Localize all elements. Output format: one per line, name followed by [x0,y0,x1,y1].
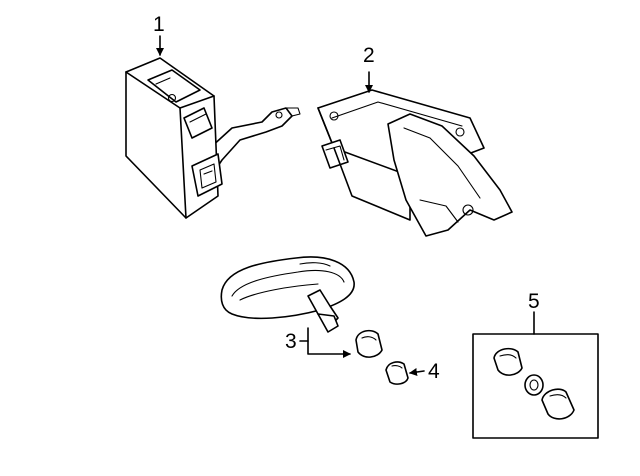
part-4-leader-line [409,368,425,376]
control-module-part [125,57,301,219]
callout-4: 4 [428,360,440,383]
callout-1: 1 [153,13,165,36]
valve-cap-part [385,361,409,385]
callout-2: 2 [363,44,375,67]
callout-5: 5 [528,290,540,313]
receiver-module-part [317,89,513,237]
callout-3: 3 [285,330,297,353]
tire-pressure-sensor-part [220,256,383,358]
part-3-leader-line-lower [307,327,351,358]
service-kit-part [472,333,599,439]
